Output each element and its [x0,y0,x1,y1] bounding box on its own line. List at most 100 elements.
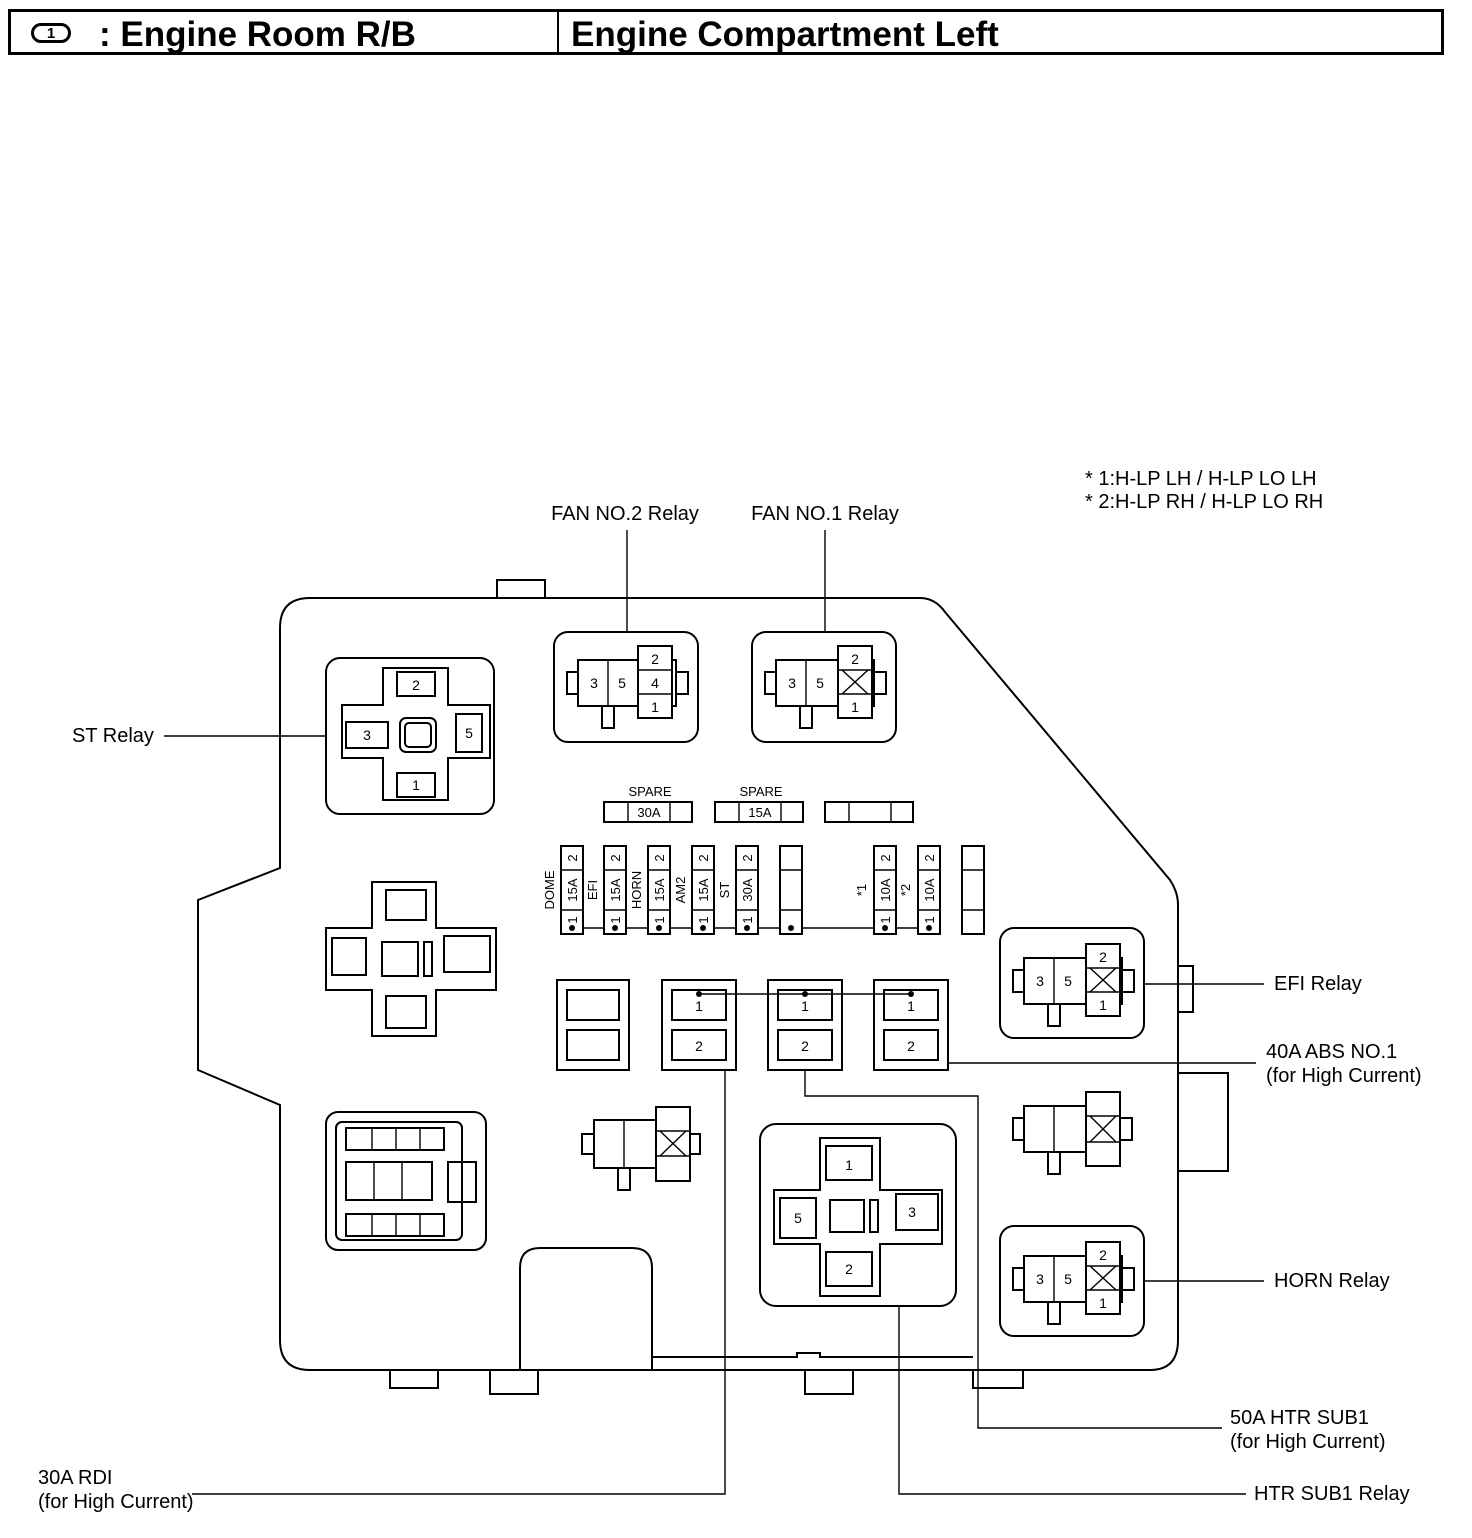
fan1-pin-3: 3 [788,675,796,691]
abs-no1-label-line2: (for High Current) [1266,1065,1422,1087]
am2-bottom-pin: 1 [696,916,711,923]
horn-bottom-pin: 1 [652,916,667,923]
rdi-pin-2: 2 [695,1038,703,1054]
st-relay: 2 3 5 1 [325,657,495,815]
hlp-lh-label: *1 [854,884,869,896]
horn-top-pin: 2 [652,854,667,861]
note-2: * 2:H-LP RH / H-LP LO RH [1085,491,1323,513]
horn-relay-label: HORN Relay [1274,1270,1390,1292]
htr-link-pin-1: 1 [801,998,809,1014]
efi-relay: 3 5 2 1 [999,927,1145,1039]
st-fuse-bottom-pin: 1 [740,916,755,923]
htr-relay-pin-3: 3 [908,1204,916,1220]
fusible-link-blank [556,979,630,1071]
rdi-label-line2: (for High Current) [38,1491,194,1513]
st-fuse-top-pin: 2 [740,854,755,861]
st-pin-1: 1 [412,777,420,793]
relay-block-housing [197,579,1229,1395]
htr-sub1-label-line1: 50A HTR SUB1 [1230,1407,1369,1429]
leader-lines [164,530,1264,1495]
fuse-h-lp-lh: 2 10A 1 *1 [854,845,897,935]
fuse-slot-empty [779,845,803,935]
spare-fuse-15a: SPARE 15A [714,784,804,823]
left-cross-connector [325,881,497,1037]
fan1-pin-1: 1 [851,699,859,715]
efi-relay-pin-3: 3 [1036,973,1044,989]
efi-bottom-pin: 1 [608,916,623,923]
htr-sub1-relay: 1 5 3 2 [759,1123,957,1307]
htr-relay-pin-5: 5 [794,1210,802,1226]
htr-sub1-label-line2: (for High Current) [1230,1431,1386,1453]
abs-no1-label-line1: 40A ABS NO.1 [1266,1041,1397,1063]
fan1-pin-2: 2 [851,651,859,667]
htr-link-pin-2: 2 [801,1038,809,1054]
efi-relay-label: EFI Relay [1274,973,1362,995]
fan2-pin-4: 4 [651,675,659,691]
dome-bottom-pin: 1 [565,916,580,923]
htr-relay-pin-2: 2 [845,1261,853,1277]
hlp-rh-label: *2 [898,884,913,896]
dome-top-pin: 2 [565,854,580,861]
hlp-rh-rating: 10A [922,878,937,901]
abs-pin-2: 2 [907,1038,915,1054]
horn-relay-pin-1: 1 [1099,1295,1107,1311]
horn-relay-pin-3: 3 [1036,1271,1044,1287]
spare-label-1: SPARE [628,784,671,799]
st-pin-3: 3 [363,727,371,743]
small-relay-center [581,1106,701,1191]
small-relay-right [1012,1091,1133,1175]
spare-rating-1: 30A [637,805,660,820]
horn-relay-pin-2: 2 [1099,1247,1107,1263]
htr-sub1-relay-label: HTR SUB1 Relay [1254,1483,1410,1505]
fuse-am2: 2 15A 1 AM2 [673,845,715,935]
fan-no2-relay-label: FAN NO.2 Relay [551,503,699,525]
fan2-pin-3: 3 [590,675,598,691]
fuse-slot-empty-right [961,845,985,935]
hlp-lh-bottom-pin: 1 [878,916,893,923]
fan2-pin-5: 5 [618,675,626,691]
efi-relay-pin-2: 2 [1099,949,1107,965]
efi-relay-pin-1: 1 [1099,997,1107,1013]
efi-relay-pin-5: 5 [1064,973,1072,989]
horn-rating: 15A [652,878,667,901]
st-fuse-label: ST [717,882,732,899]
efi-top-pin: 2 [608,854,623,861]
title-bar: 1 : Engine Room R/B Engine Compartment L… [8,9,1444,55]
dome-label: DOME [542,870,557,909]
note-1: * 1:H-LP LH / H-LP LO LH [1085,468,1317,490]
fan-no2-relay: 3 5 2 4 1 [553,631,699,743]
fan1-pin-5: 5 [816,675,824,691]
location-title: Engine Compartment Left [571,15,999,54]
page-title: : Engine Room R/B [99,15,416,54]
rdi-label-line1: 30A RDI [38,1467,112,1489]
hlp-lh-top-pin: 2 [878,854,893,861]
fuse-dome: 2 15A 1 DOME [542,845,584,935]
fuse-horn: 2 15A 1 HORN [629,845,671,935]
am2-label: AM2 [673,877,688,904]
rdi-pin-1: 1 [695,998,703,1014]
st-pin-2: 2 [412,677,420,693]
title-cell: 1 : Engine Room R/B [11,12,559,54]
fan2-pin-2: 2 [651,651,659,667]
hlp-lh-rating: 10A [878,878,893,901]
spare-label-2: SPARE [739,784,782,799]
horn-label: HORN [629,871,644,909]
am2-rating: 15A [696,878,711,901]
efi-rating: 15A [608,878,623,901]
hlp-rh-bottom-pin: 1 [922,916,937,923]
dome-rating: 15A [565,878,580,901]
efi-label: EFI [585,880,600,900]
spare-fuse-empty [824,801,914,823]
abs-pin-1: 1 [907,998,915,1014]
st-pin-5: 5 [465,725,473,741]
horn-relay-pin-5: 5 [1064,1271,1072,1287]
fusible-link-htr-sub1: 1 2 [767,979,843,1071]
fan2-pin-1: 1 [651,699,659,715]
fusible-link-abs-no1: 1 2 [873,979,949,1071]
spare-fuse-30a: SPARE 30A [603,784,693,823]
fuse-efi: 2 15A 1 EFI [585,845,627,935]
fuse-st: 2 30A 1 ST [717,845,759,935]
connector-number-badge: 1 [31,23,71,43]
fan-no1-relay: 3 5 2 1 [751,631,897,743]
